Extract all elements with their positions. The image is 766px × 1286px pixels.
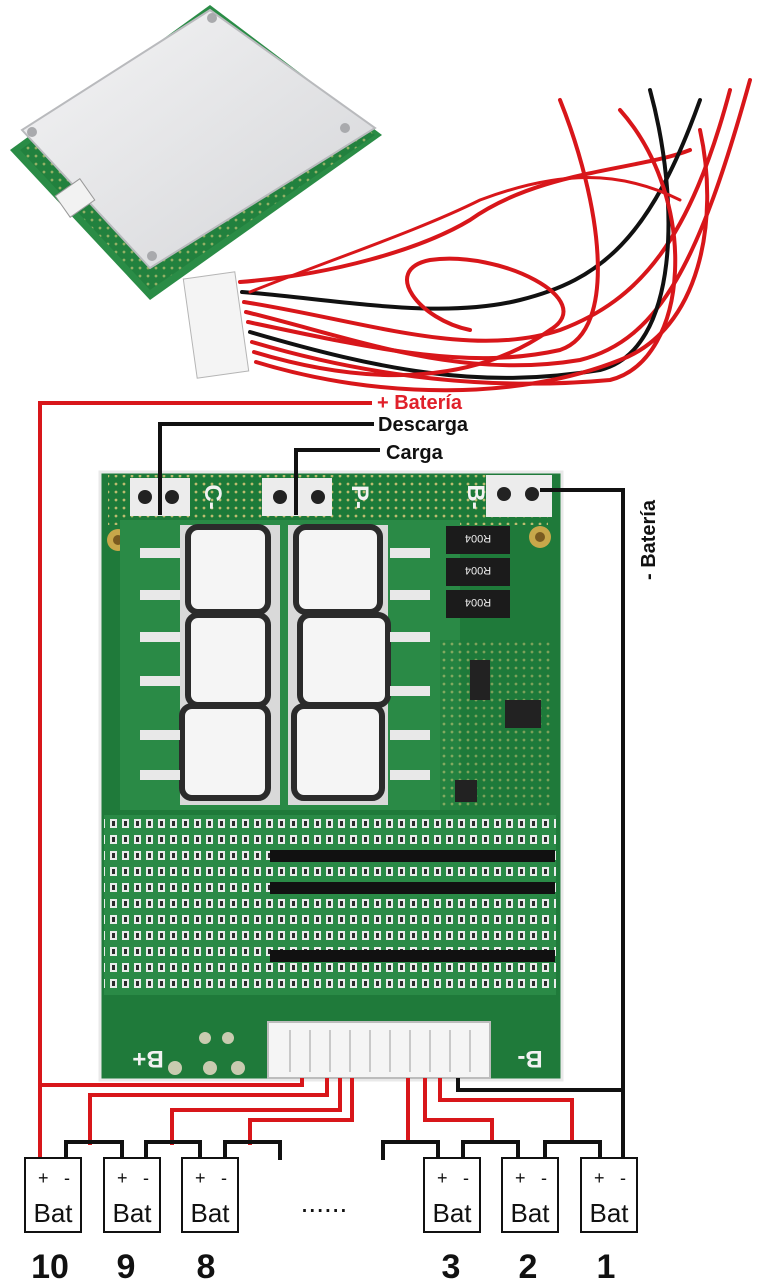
battery-plus-sign: + xyxy=(195,1168,206,1188)
battery-cell: + - Bat 9 xyxy=(103,1157,161,1286)
shunt-label-3: R004 xyxy=(465,596,491,608)
battery-number: 10 xyxy=(31,1248,69,1286)
ellipsis: ...... xyxy=(301,1187,348,1218)
battery-plus-sign: + xyxy=(594,1168,605,1188)
battery-number: 2 xyxy=(519,1248,538,1286)
battery-cell: + - Bat 3 xyxy=(423,1157,481,1286)
battery-minus-sign: - xyxy=(64,1168,70,1188)
battery-plus-sign: + xyxy=(437,1168,448,1188)
silk-c-minus: C- xyxy=(199,484,226,509)
bms-pcb: C- P- B- xyxy=(98,470,564,1082)
battery-plus-sign: + xyxy=(117,1168,128,1188)
wire-discharge xyxy=(158,422,374,515)
battery-minus-sign: - xyxy=(143,1168,149,1188)
wire-battery-positive xyxy=(38,401,372,1160)
battery-name: Bat xyxy=(589,1198,629,1228)
battery-minus-sign: - xyxy=(221,1168,227,1188)
label-charge: Carga xyxy=(386,442,444,464)
silk-b-plus: B+ xyxy=(132,1045,163,1072)
battery-name: Bat xyxy=(510,1198,550,1228)
battery-minus-sign: - xyxy=(620,1168,626,1188)
battery-name: Bat xyxy=(432,1198,472,1228)
product-photo-board xyxy=(10,5,382,300)
battery-cell: + - Bat 8 xyxy=(181,1157,239,1286)
wire-charge xyxy=(294,448,380,515)
battery-number: 3 xyxy=(442,1248,461,1286)
silk-b-minus-bottom: B- xyxy=(517,1045,542,1072)
label-battery-negative: - Batería xyxy=(638,499,660,580)
battery-name: Bat xyxy=(190,1198,230,1228)
battery-minus-sign: - xyxy=(463,1168,469,1188)
product-photo-harness xyxy=(182,78,752,393)
battery-minus-sign: - xyxy=(541,1168,547,1188)
battery-number: 1 xyxy=(597,1248,616,1286)
battery-number: 9 xyxy=(117,1248,136,1286)
shunt-label-2: R004 xyxy=(465,564,491,576)
battery-name: Bat xyxy=(33,1198,73,1228)
battery-cell: + - Bat 1 xyxy=(580,1157,638,1286)
wiring xyxy=(38,401,625,1160)
silk-b-minus-top: B- xyxy=(462,484,489,509)
battery-number: 8 xyxy=(197,1248,216,1286)
shunt-label-1: R004 xyxy=(465,532,491,544)
battery-name: Bat xyxy=(112,1198,152,1228)
label-discharge: Descarga xyxy=(378,414,469,436)
wire-battery-negative xyxy=(540,488,625,1160)
battery-plus-sign: + xyxy=(515,1168,526,1188)
balance-connector xyxy=(267,1021,491,1079)
label-battery-positive: + Batería xyxy=(377,392,463,414)
battery-plus-sign: + xyxy=(38,1168,49,1188)
silk-p-minus: P- xyxy=(346,485,373,509)
battery-cell: + - Bat 10 xyxy=(24,1157,82,1286)
battery-cell: + - Bat 2 xyxy=(501,1157,559,1286)
